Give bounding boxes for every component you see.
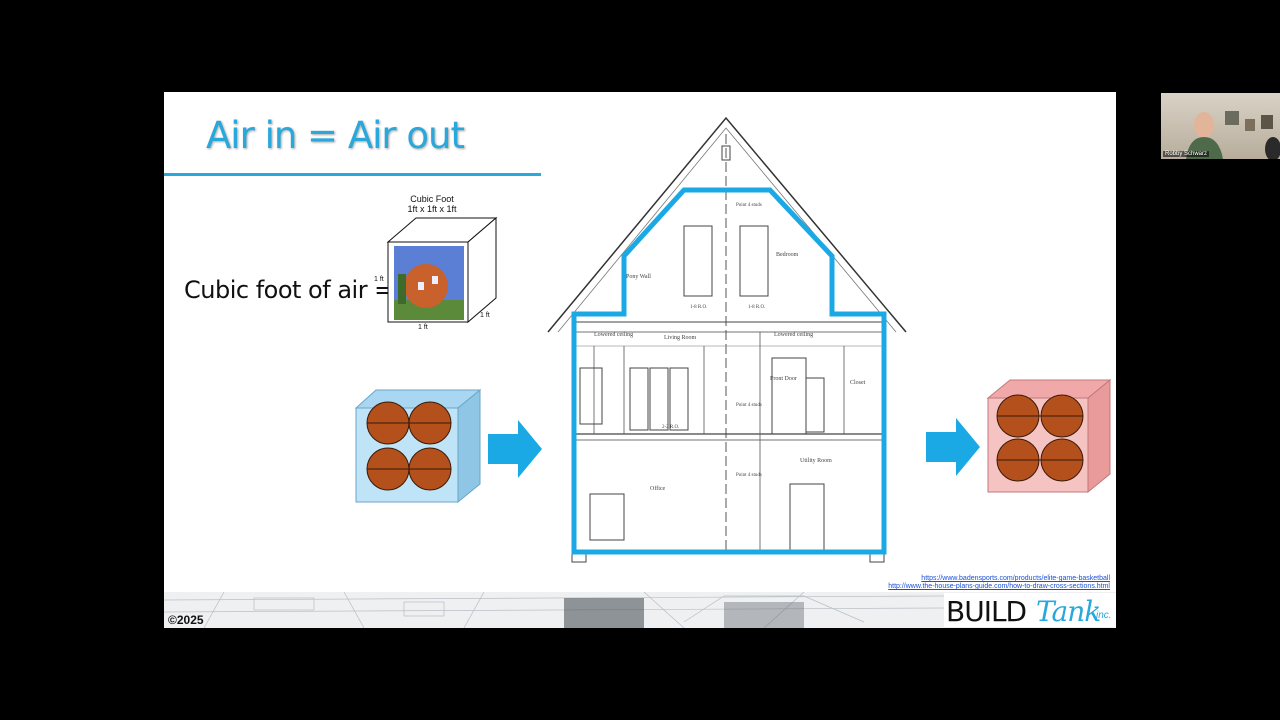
cube-caption: Cubic Foot 1ft x 1ft x 1ft (390, 194, 474, 214)
cube-dim-height: 1 ft (374, 276, 384, 283)
label-stud-low: Point 4 studs (736, 473, 762, 478)
arrow-in-icon (488, 420, 542, 478)
label-ro-right: 1-8 R.O. (748, 305, 765, 310)
air-out-cube (986, 378, 1112, 494)
cube-caption-line2: 1ft x 1ft x 1ft (407, 204, 457, 214)
basketballs-out (996, 394, 1084, 482)
cubic-foot-label: Cubic foot of air = (184, 276, 394, 304)
slide-title: Air in = Air out (206, 114, 465, 157)
cube-dim-width: 1 ft (418, 324, 428, 331)
logo-inc: inc. (1096, 610, 1112, 621)
label-ro-window: 2-2 R.O. (662, 425, 679, 430)
cubic-foot-cube (386, 216, 498, 324)
cube-dim-depth: 1 ft (480, 312, 490, 319)
label-stud-mid: Point 4 studs (736, 403, 762, 408)
label-lowered-ceiling-left: Lowered ceiling (594, 332, 633, 338)
label-office: Office (650, 485, 666, 492)
source-link-house-plans[interactable]: http://www.the-house-plans-guide.com/how… (888, 583, 1110, 590)
label-front-door: Front Door (770, 376, 797, 382)
label-pony-wall: Pony Wall (626, 274, 651, 280)
house-cross-section: Lowered ceiling Living Room Lowered ceil… (547, 116, 907, 563)
arrow-out-icon (926, 418, 980, 476)
label-utility-room: Utility Room (800, 458, 832, 464)
presentation-slide: Air in = Air out Cubic Foot 1ft x 1ft x … (164, 92, 1116, 628)
cube-caption-line1: Cubic Foot (410, 194, 454, 204)
source-link-basketball[interactable]: https://www.badensports.com/products/eli… (921, 575, 1110, 582)
buildtank-logo: BUILD Tank inc. (944, 593, 1116, 628)
label-ro-left: 1-8 R.O. (690, 305, 707, 310)
webcam-thumbnail[interactable]: Robby Schwarz (1161, 93, 1280, 159)
webcam-person (1186, 111, 1280, 159)
webcam-name-label: Robby Schwarz (1163, 151, 1210, 157)
title-underline (164, 173, 541, 176)
copyright-notice: ©2025 (168, 613, 204, 627)
logo-tank: Tank (1036, 595, 1101, 628)
logo-build: BUILD (946, 595, 1027, 628)
label-lowered-ceiling-right: Lowered ceiling (774, 332, 813, 338)
air-in-cube (354, 388, 482, 504)
label-bedroom: Bedroom (776, 252, 799, 258)
label-stud-top: Point 4 studs (736, 203, 762, 208)
image-sources: https://www.badensports.com/products/eli… (888, 575, 1110, 591)
label-living-room: Living Room (664, 335, 697, 341)
label-closet: Closet (850, 380, 866, 386)
basketballs-in (366, 401, 452, 491)
